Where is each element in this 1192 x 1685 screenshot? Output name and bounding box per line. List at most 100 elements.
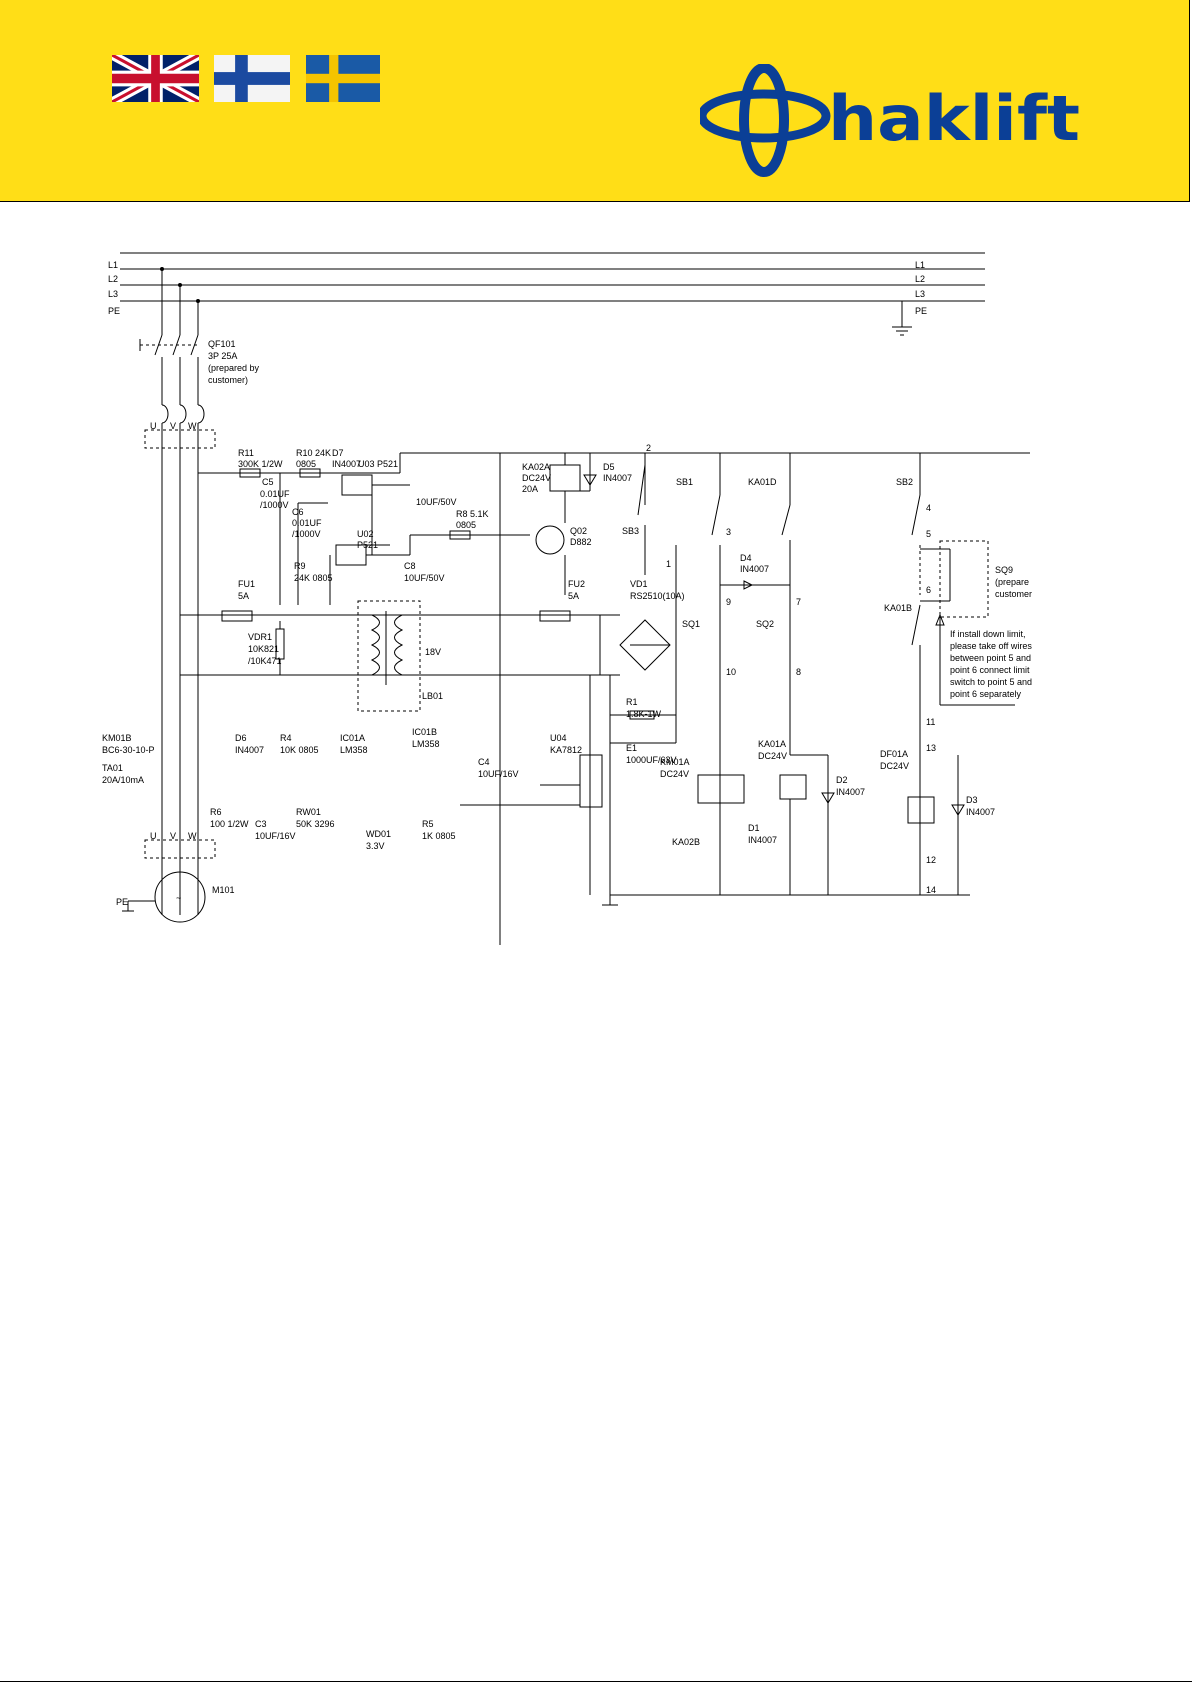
label-ic01b: IC01B	[412, 727, 437, 737]
label-sq1: SQ1	[682, 619, 700, 629]
qf101-note-2: customer)	[208, 375, 248, 385]
install-note-line-6: point 6 separately	[950, 689, 1022, 699]
label-e1-value: 1000UF/63V	[626, 755, 677, 765]
component-labels: R11 300K 1/2W R10 24K 0805 D7 IN4007 U03…	[102, 443, 1032, 895]
terminal-14: 14	[926, 885, 936, 895]
terminal-12: 12	[926, 855, 936, 865]
finland-flag-icon[interactable]	[214, 55, 290, 102]
label-d3-value: IN4007	[966, 807, 995, 817]
label-ic01a-value: LM358	[340, 745, 368, 755]
label-rw01: RW01	[296, 807, 321, 817]
haklift-logo[interactable]: haklift	[700, 64, 1090, 180]
label-c6-value: 0.01UF	[292, 518, 322, 528]
label-sq9: SQ9	[995, 565, 1013, 575]
label-sq9-note-1: (prepare	[995, 577, 1029, 587]
label-d6: D6	[235, 733, 247, 743]
label-fu2: FU2	[568, 579, 585, 589]
svg-text:~: ~	[176, 893, 181, 903]
page-header: haklift	[0, 0, 1190, 202]
pe-label: PE	[116, 897, 128, 907]
three-phase-feed: ~	[139, 267, 216, 923]
label-r1: R1	[626, 697, 638, 707]
label-u03: U03 P521	[358, 459, 398, 469]
label-r4-value: 10K 0805	[280, 745, 319, 755]
relay-logic	[697, 453, 1015, 895]
label-vd1-value: RS2510(10A)	[630, 591, 685, 601]
sweden-flag-icon[interactable]	[306, 55, 380, 102]
label-r11: R11	[238, 448, 254, 458]
label-c5-voltage: /1000V	[260, 500, 289, 510]
label-fu1: FU1	[238, 579, 255, 589]
terminal-u-motor: U	[150, 831, 157, 841]
label-d4: D4	[740, 553, 752, 563]
terminal-5: 5	[926, 529, 931, 539]
label-ka02a: KA02A	[522, 462, 550, 472]
label-ic01b-value: LM358	[412, 739, 440, 749]
bus-label-l3-right: L3	[915, 289, 925, 299]
bus-label-l1-right: L1	[915, 260, 925, 270]
label-d5-value: IN4007	[603, 473, 632, 483]
bus-label-l3: L3	[108, 289, 118, 299]
label-c3: C3	[255, 819, 267, 829]
bus-label-l2-right: L2	[915, 274, 925, 284]
label-df01a-value: DC24V	[880, 761, 909, 771]
terminal-7: 7	[796, 597, 801, 607]
label-fu2-value: 5A	[568, 591, 579, 601]
label-d7: D7	[332, 448, 344, 458]
install-note-line-3: between point 5 and	[950, 653, 1031, 663]
terminal-u: U	[150, 421, 157, 431]
label-ka02a-current: 20A	[522, 484, 538, 494]
label-d1: D1	[748, 823, 760, 833]
label-sq9-note-2: customer	[995, 589, 1032, 599]
bus-label-pe: PE	[108, 306, 120, 316]
label-r5-value: 1K 0805	[422, 831, 456, 841]
label-rw01-value: 50K 3296	[296, 819, 335, 829]
label-vdr1: VDR1	[248, 632, 272, 642]
terminal-13: 13	[926, 743, 936, 753]
label-ka01a: KA01A	[758, 739, 786, 749]
label-c7: 10UF/50V	[416, 497, 457, 507]
terminal-w-motor: W	[188, 831, 197, 841]
label-vdr1-alt: /10K471	[248, 656, 282, 666]
label-r4: R4	[280, 733, 292, 743]
control-board	[180, 452, 1030, 945]
install-note-line-5: switch to point 5 and	[950, 677, 1032, 687]
label-km01a: KM01A	[660, 757, 690, 767]
label-sb1: SB1	[676, 477, 693, 487]
terminal-9: 9	[726, 597, 731, 607]
label-d1-value: IN4007	[748, 835, 777, 845]
label-c6: C6	[292, 507, 304, 517]
label-km01b-value: BC6-30-10-P	[102, 745, 155, 755]
terminal-10: 10	[726, 667, 736, 677]
label-c5: C5	[262, 477, 274, 487]
label-ka01d: KA01D	[748, 477, 777, 487]
label-d4-value: IN4007	[740, 564, 769, 574]
terminal-6: 6	[926, 585, 931, 595]
bus-label-l2: L2	[108, 274, 118, 284]
label-q02: Q02	[570, 526, 587, 536]
terminal-v: V	[170, 421, 176, 431]
install-note-line-1: If install down limit,	[950, 629, 1026, 639]
label-sb2: SB2	[896, 477, 913, 487]
m101-label: M101	[212, 885, 235, 895]
label-df01a: DF01A	[880, 749, 908, 759]
label-ka02a-voltage: DC24V	[522, 473, 551, 483]
label-ka02b: KA02B	[672, 837, 700, 847]
label-q02-value: D882	[570, 537, 592, 547]
uk-flag-icon[interactable]	[112, 55, 199, 102]
label-d7-value: IN4007	[332, 459, 361, 469]
label-wd01-value: 3.3V	[366, 841, 385, 851]
label-d5: D5	[603, 462, 615, 472]
label-r1-value: 1.8K-1W	[626, 709, 662, 719]
logo-text: haklift	[828, 82, 1080, 155]
qf101-label: QF101	[208, 339, 236, 349]
label-r6: R6	[210, 807, 222, 817]
label-u02: U02	[357, 529, 374, 539]
label-sb3: SB3	[622, 526, 639, 536]
bus-label-l1: L1	[108, 260, 118, 270]
terminal-1: 1	[666, 559, 671, 569]
label-r11-value: 300K 1/2W	[238, 459, 283, 469]
terminal-11: 11	[926, 717, 935, 727]
label-r5: R5	[422, 819, 434, 829]
terminal-v-motor: V	[170, 831, 176, 841]
